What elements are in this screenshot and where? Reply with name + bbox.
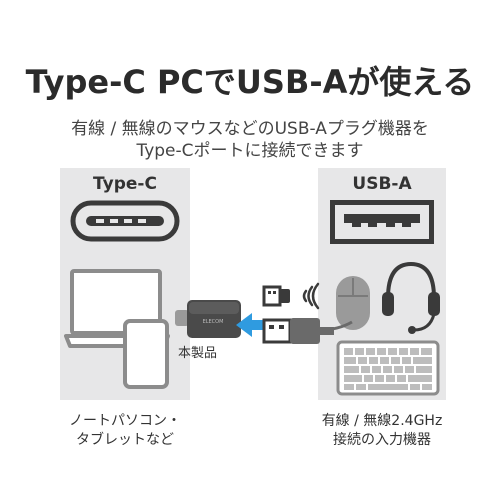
type-c-port-icon — [70, 200, 180, 242]
blue-arrow-icon — [236, 313, 276, 337]
usb-a-caption-line-2: 接続の入力機器 — [333, 432, 431, 448]
subtitle-line-2: Type-Cポートに接続できます — [136, 141, 364, 161]
product-label: 本製品 — [178, 346, 218, 361]
type-c-caption-line-1: ノートパソコン・ — [69, 413, 181, 429]
headset-icon — [382, 261, 440, 334]
wireless-receiver-icon — [262, 285, 290, 307]
page-title: Type-C PCでUSB-Aが使える — [25, 63, 475, 101]
wireless-signal-icon — [302, 282, 320, 310]
product-brand-text: ELECOM — [203, 319, 224, 325]
subtitle-line-1: 有線 / 無線のマウスなどのUSB-Aプラグ機器を — [71, 119, 429, 139]
usb-a-label: USB-A — [352, 174, 412, 194]
tablet-icon — [123, 319, 169, 389]
keyboard-icon — [336, 340, 440, 396]
mouse-icon — [336, 276, 370, 330]
laptop-icon — [64, 269, 170, 348]
product-adapter-icon: ELECOM — [175, 300, 241, 338]
usb-a-port-icon — [330, 200, 434, 244]
type-c-caption-line-2: タブレットなど — [76, 432, 174, 448]
mouse-cable — [319, 320, 353, 332]
usb-a-caption-line-1: 有線 / 無線2.4GHz — [321, 413, 443, 429]
type-c-label: Type-C — [93, 174, 157, 194]
